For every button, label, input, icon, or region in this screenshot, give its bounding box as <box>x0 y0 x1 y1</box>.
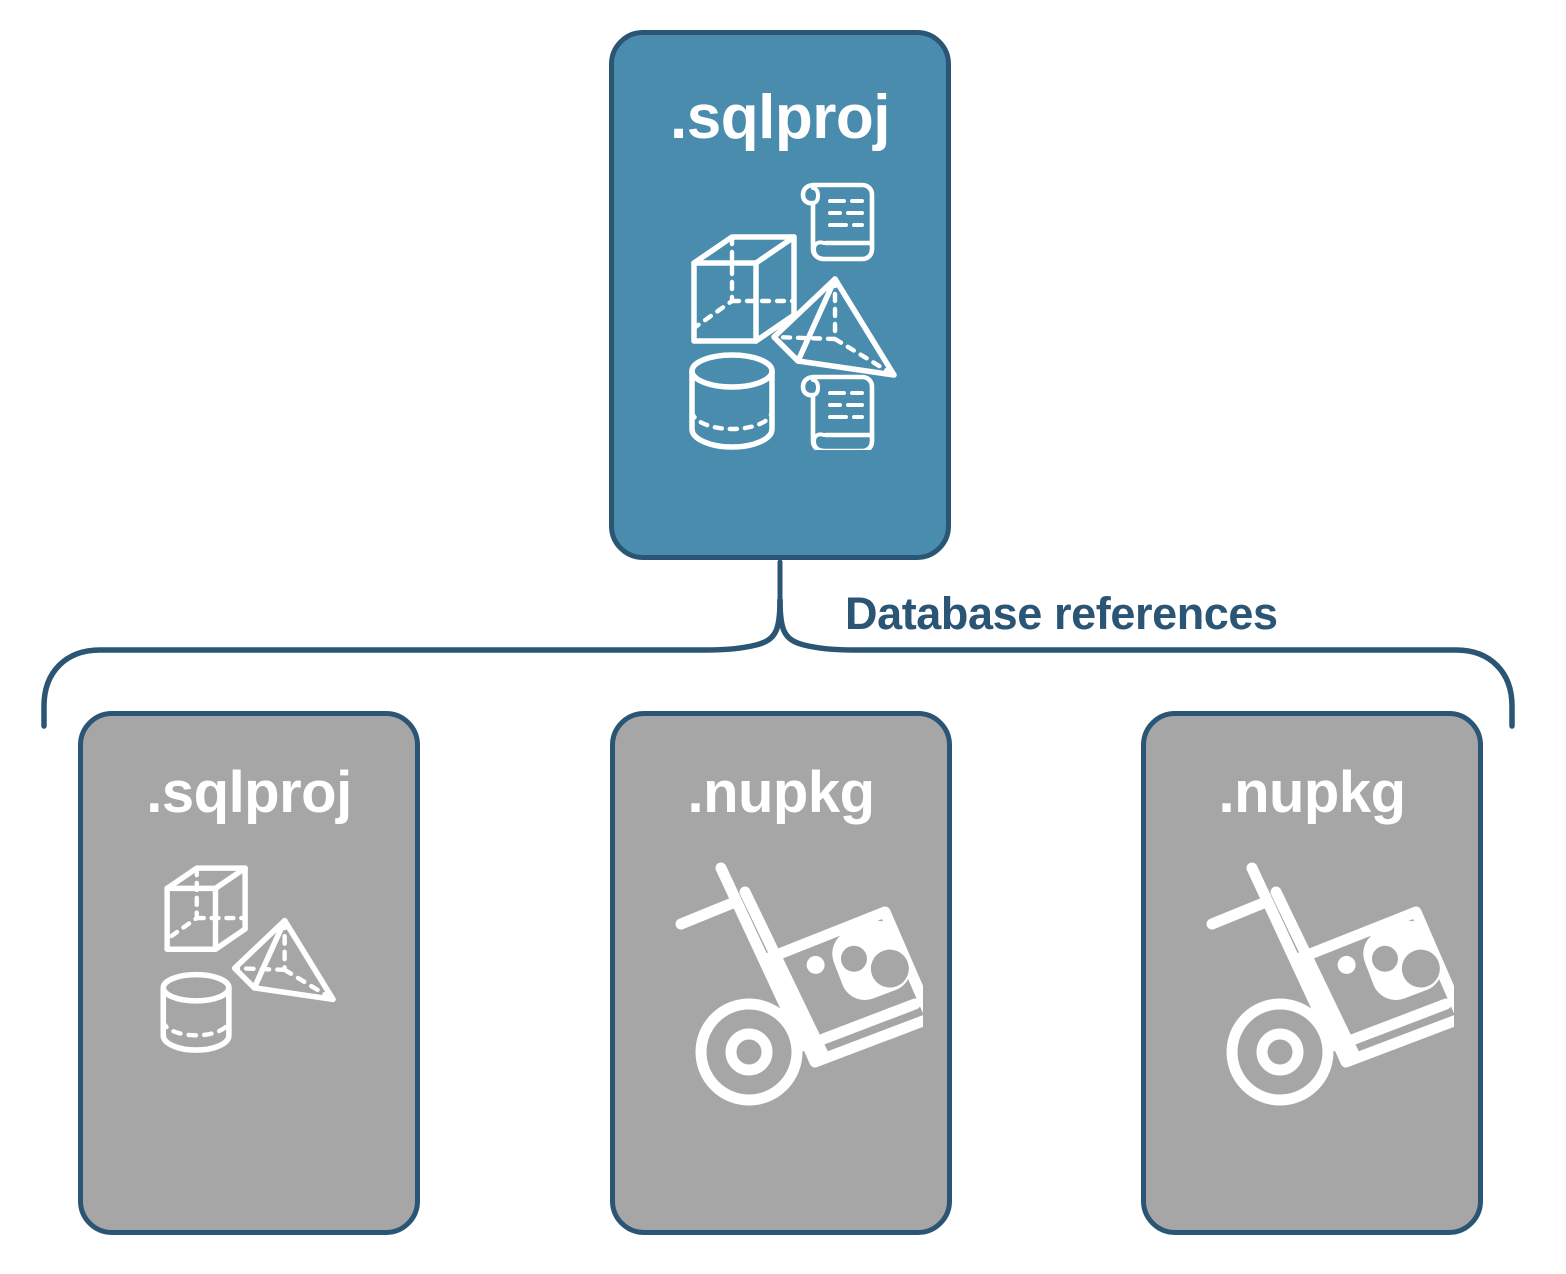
database-objects-artwork <box>138 861 353 1076</box>
hand-truck-artwork <box>1184 856 1468 1106</box>
scroll-icon <box>800 182 875 262</box>
pyramid-icon <box>231 917 336 1003</box>
hand-truck-artwork <box>653 856 937 1106</box>
connector-label-database-references: Database references <box>845 588 1278 639</box>
nuget-logo-icon <box>806 921 912 1001</box>
pyramid-icon <box>771 276 897 378</box>
scroll-icon <box>800 374 875 454</box>
node-label-sqlproj-root: .sqlproj <box>670 83 890 152</box>
node-reference-nupkg-2[interactable]: .nupkg <box>1141 711 1483 1235</box>
node-label-reference-nupkg-1: .nupkg <box>687 760 875 825</box>
node-label-reference-nupkg-2: .nupkg <box>1218 760 1406 825</box>
node-reference-sqlproj[interactable]: .sqlproj <box>78 711 420 1235</box>
cylinder-icon <box>160 971 232 1053</box>
node-sqlproj-root[interactable]: .sqlproj <box>609 30 951 560</box>
nuget-logo-icon <box>1337 921 1443 1001</box>
cube-icon <box>164 865 248 952</box>
cylinder-icon <box>689 352 775 450</box>
cube-icon <box>691 234 797 344</box>
node-reference-nupkg-1[interactable]: .nupkg <box>610 711 952 1235</box>
node-label-reference-sqlproj: .sqlproj <box>146 760 352 825</box>
database-objects-artwork <box>682 175 897 454</box>
